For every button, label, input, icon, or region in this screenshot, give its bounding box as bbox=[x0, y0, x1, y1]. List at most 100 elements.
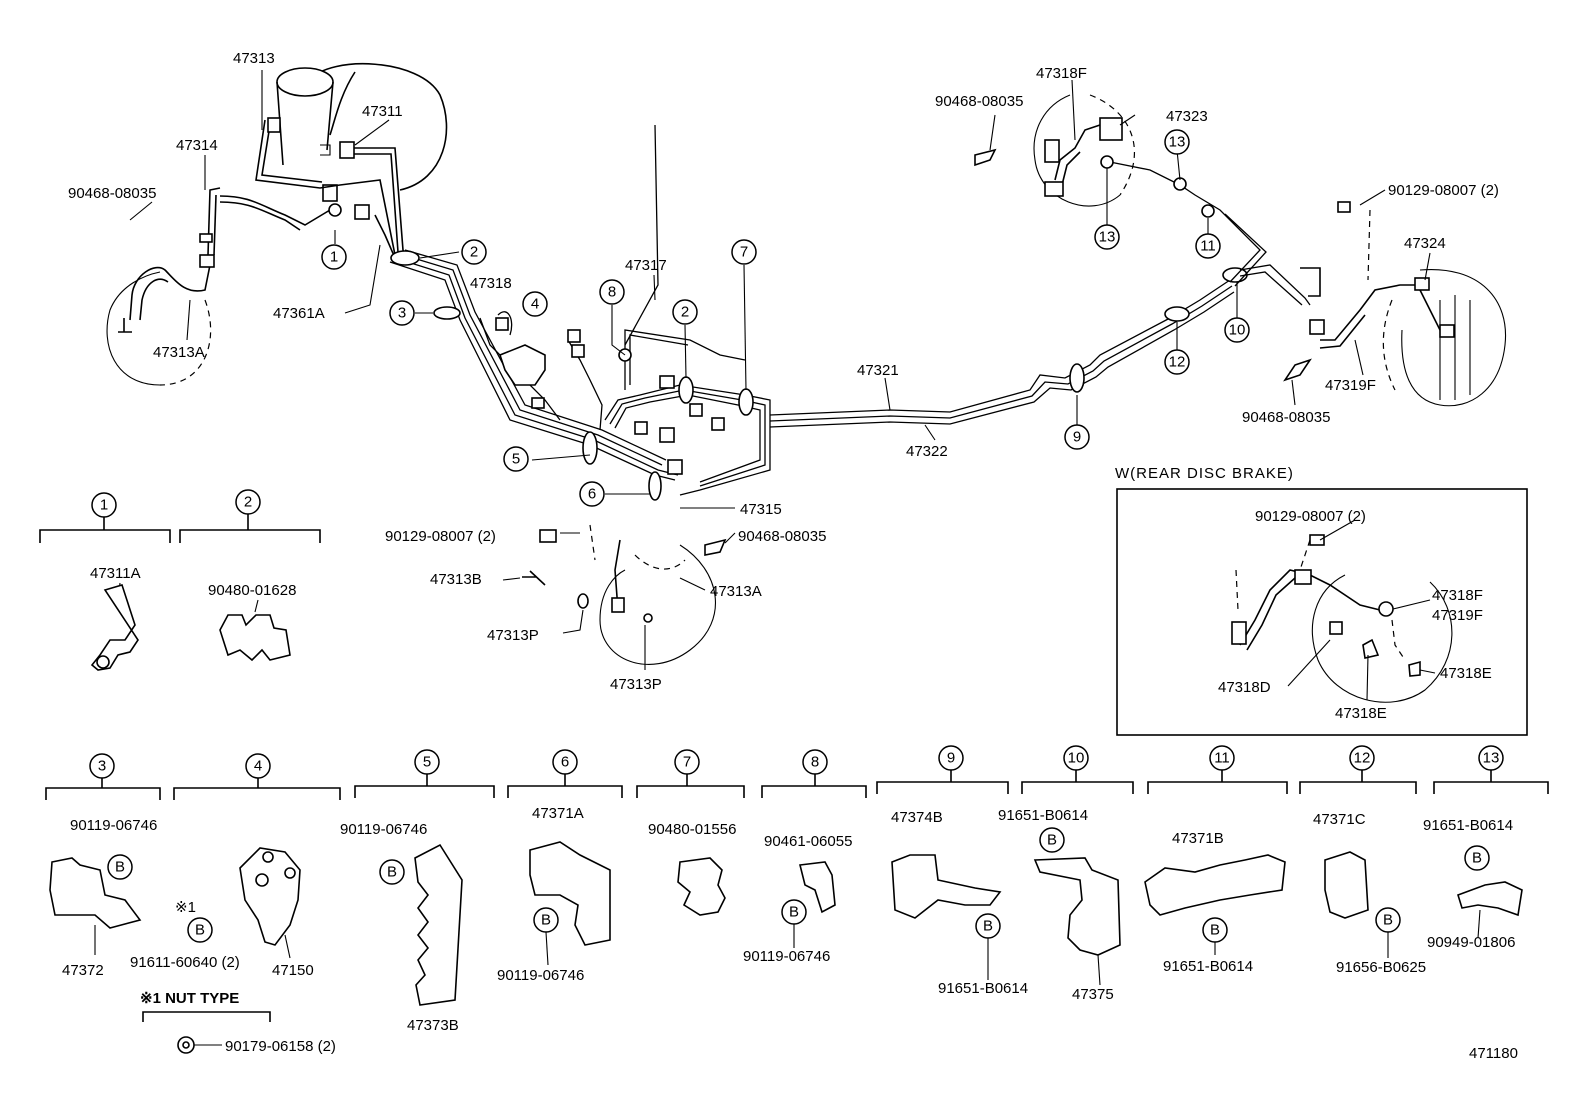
svg-text:1: 1 bbox=[330, 249, 338, 266]
callout-2: 2 bbox=[461, 239, 487, 265]
inset-label-90129-08007: 90129-08007 (2) bbox=[1255, 508, 1366, 525]
group-4-label-2: 47150 bbox=[272, 962, 314, 979]
callout-13b: 13 bbox=[1094, 224, 1120, 250]
inset-label-47318E-a: 47318E bbox=[1440, 665, 1492, 682]
group-3: 3 90119-06746 47372 B bbox=[45, 753, 161, 979]
group-8-number: 8 bbox=[811, 754, 819, 771]
label-90468-08035-a: 90468-08035 bbox=[68, 185, 156, 202]
label-47317: 47317 bbox=[625, 257, 667, 274]
label-47313A-b: 47313A bbox=[710, 583, 762, 600]
label-47323: 47323 bbox=[1166, 108, 1208, 125]
svg-text:2: 2 bbox=[470, 244, 478, 261]
label-47318: 47318 bbox=[470, 275, 512, 292]
label-47313P-b: 47313P bbox=[610, 676, 662, 693]
group-11-label-0: 47371B bbox=[1172, 830, 1224, 847]
group-7-number: 7 bbox=[683, 754, 691, 771]
group-1-number: 1 bbox=[100, 497, 108, 514]
group-9: 9 47374B B 91651-B0614 bbox=[876, 745, 1028, 997]
label-90129-08007-a: 90129-08007 (2) bbox=[385, 528, 496, 545]
rear-brake-lines bbox=[769, 155, 1321, 428]
group-6-label-0: 47371A bbox=[532, 805, 584, 822]
group-2-label-0: 90480-01628 bbox=[208, 582, 296, 599]
group-13-label-0: 91651-B0614 bbox=[1423, 817, 1513, 834]
group-4-label-0: ※1 bbox=[175, 899, 196, 916]
callout-1: 1 bbox=[321, 244, 347, 270]
bolt-marker-11: B bbox=[1210, 922, 1220, 939]
group-8-label-0: 90461-06055 bbox=[764, 833, 852, 850]
inset-label-47318F: 47318F bbox=[1432, 587, 1483, 604]
label-47319F: 47319F bbox=[1325, 377, 1376, 394]
group-10: 10 91651-B0614 B 47375 bbox=[998, 745, 1134, 1003]
group-4: 4 ※1 B 91611-60640 (2) 47150 bbox=[130, 753, 341, 979]
label-47324: 47324 bbox=[1404, 235, 1446, 252]
front-left-brake-assembly bbox=[106, 184, 342, 386]
group-9-number: 9 bbox=[947, 750, 955, 767]
callout-9: 9 bbox=[1064, 424, 1090, 450]
label-90468-08035-b: 90468-08035 bbox=[738, 528, 826, 545]
main-part-labels: 47313 47311 47314 90468-08035 47361A 473… bbox=[68, 50, 1499, 693]
group-8-label-1: 90119-06746 bbox=[743, 948, 830, 965]
group-13: 13 91651-B0614 B 90949-01806 bbox=[1423, 745, 1549, 951]
group-11: 11 47371B B 91651-B0614 bbox=[1144, 745, 1288, 975]
group-12-label-1: 91656-B0625 bbox=[1336, 959, 1426, 976]
group-2-number: 2 bbox=[244, 494, 252, 511]
group-12-label-0: 47371C bbox=[1313, 811, 1366, 828]
group-6-label-1: 90119-06746 bbox=[497, 967, 584, 984]
svg-text:4: 4 bbox=[531, 296, 539, 313]
label-47322: 47322 bbox=[906, 443, 948, 460]
brake-booster bbox=[276, 63, 448, 191]
nut-type-title: ※1 NUT TYPE bbox=[140, 990, 239, 1007]
label-47313P-a: 47313P bbox=[487, 627, 539, 644]
bolt-marker-5: B bbox=[387, 864, 397, 881]
leader-lines bbox=[129, 70, 1431, 670]
group-13-label-1: 90949-01806 bbox=[1427, 934, 1515, 951]
label-47314: 47314 bbox=[176, 137, 218, 154]
label-47318F: 47318F bbox=[1036, 65, 1087, 82]
bolt-marker-6: B bbox=[541, 912, 551, 929]
label-47311: 47311 bbox=[362, 103, 403, 120]
group-4-number: 4 bbox=[254, 758, 262, 775]
callout-5: 5 bbox=[503, 446, 529, 472]
bolt-marker-13: B bbox=[1472, 850, 1482, 867]
svg-text:5: 5 bbox=[512, 451, 520, 468]
svg-text:9: 9 bbox=[1073, 429, 1081, 446]
master-cylinder-lines bbox=[255, 117, 411, 266]
svg-text:11: 11 bbox=[1200, 238, 1216, 255]
nut-type-part: 90179-06158 (2) bbox=[225, 1038, 336, 1055]
bolt-marker-3: B bbox=[115, 859, 125, 876]
group-6: 6 47371A B 90119-06746 bbox=[497, 749, 623, 984]
group-10-label-1: 47375 bbox=[1072, 986, 1114, 1003]
label-47361A: 47361A bbox=[273, 305, 325, 322]
group-3-number: 3 bbox=[98, 758, 106, 775]
svg-text:12: 12 bbox=[1169, 354, 1186, 371]
svg-text:13: 13 bbox=[1169, 134, 1186, 151]
label-90468-08035-d: 90468-08035 bbox=[1242, 409, 1330, 426]
group-5-label-0: 90119-06746 bbox=[340, 821, 427, 838]
group-6-number: 6 bbox=[561, 754, 569, 771]
group-3-label-0: 90119-06746 bbox=[70, 817, 157, 834]
group-11-label-1: 91651-B0614 bbox=[1163, 958, 1253, 975]
group-3-label-1: 47372 bbox=[62, 962, 104, 979]
group-12: 12 47371C B 91656-B0625 bbox=[1299, 745, 1426, 976]
rear-right-brake-assembly bbox=[1283, 201, 1507, 407]
bolt-marker-10: B bbox=[1047, 832, 1057, 849]
callout-7: 7 bbox=[731, 239, 757, 265]
label-47313B: 47313B bbox=[430, 571, 482, 588]
group-7-label-0: 90480-01556 bbox=[648, 821, 736, 838]
callout-13a: 13 bbox=[1164, 129, 1190, 155]
label-90468-08035-c: 90468-08035 bbox=[935, 93, 1023, 110]
group-5-number: 5 bbox=[423, 754, 431, 771]
bolt-marker-4: B bbox=[195, 922, 205, 939]
group-5-label-1: 47373B bbox=[407, 1017, 459, 1034]
rear-disc-brake-inset: W(REAR DISC BRAKE) 90129-08007 (2) 47318… bbox=[1115, 465, 1528, 736]
inset-label-47318E-b: 47318E bbox=[1335, 705, 1387, 722]
inset-label-47319F: 47319F bbox=[1432, 607, 1483, 624]
inset-label-47318D: 47318D bbox=[1218, 679, 1271, 696]
group-13-number: 13 bbox=[1483, 750, 1500, 767]
label-47315: 47315 bbox=[740, 501, 782, 518]
callout-11: 11 bbox=[1195, 233, 1221, 259]
group-9-label-1: 91651-B0614 bbox=[938, 980, 1028, 997]
callout-circles: 1 2 3 4 5 6 8 2 7 9 12 10 13 11 13 bbox=[321, 129, 1250, 507]
group-7: 7 90480-01556 bbox=[636, 749, 745, 916]
